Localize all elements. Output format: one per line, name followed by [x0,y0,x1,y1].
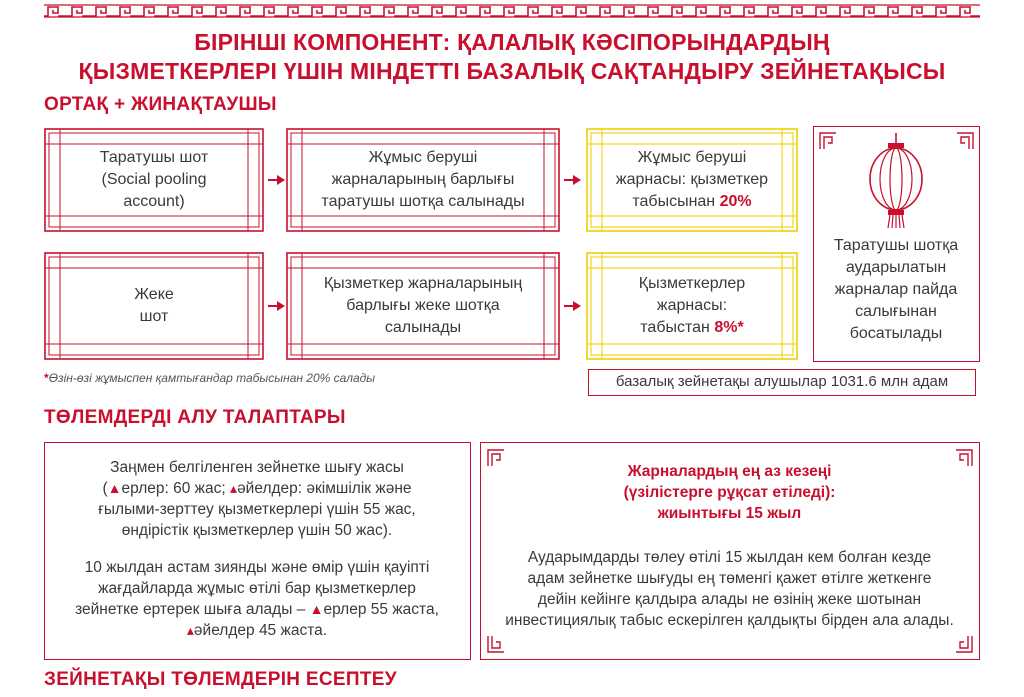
box-line: Қызметкер жарналарының [323,275,523,292]
box-line: барлығы жеке шотқа [346,297,500,314]
requirements-line: жағдайларда жұмыс өтілі бар қызметкерлер [98,580,416,597]
frame-border [44,128,264,232]
min-period-heading: жиынтығы 15 жыл [657,505,802,522]
frame-border [286,128,560,232]
arrow-right-icon [564,301,581,311]
arrow-right-icon [268,301,285,311]
box-line: Таратушы шот [99,149,209,166]
requirements-line: өндірістік қызметкерлер үшін 50 жас). [121,522,393,539]
panel-line: салығынан [855,303,937,320]
corner-ornament-icon [956,449,973,466]
title-line-2: ҚЫЗМЕТКЕРЛЕРІ ҮШІН МІНДЕТТІ БАЗАЛЫҚ САҚТ… [78,58,946,84]
minimum-period-panel: Жарналардың ең аз кезеңі (үзілістерге рұ… [480,442,980,660]
corner-ornament-icon [487,449,504,466]
box-line: Жұмыс беруші [637,149,747,166]
women-age-text: әйелдер: әкімшілік және [237,480,412,497]
women-early-text: әйелдер 45 жаста. [193,622,328,639]
requirements-line: ▴әйелдер 45 жаста. [45,620,469,641]
man-icon: ▲ [107,480,122,496]
woman-icon: ▴ [186,622,194,638]
section-heading-pooling: ОРТАҚ + ЖИНАҚТАУШЫ [44,94,277,115]
requirements-line: (▲ерлер: 60 жас; ▴әйелдер: әкімшілік жән… [45,478,469,499]
employee-rate-value: 8%* [714,319,744,336]
employer-contributions-box: Жұмыс беруші жарналарының барлығы тарату… [286,128,560,232]
frame-border [286,252,560,360]
corner-ornament-icon [487,636,504,653]
frame-border [586,128,798,232]
min-period-line: инвестициялық табыс ескерілген қалдықты … [505,612,954,629]
min-period-line: адам зейнетке шығуды ең төменгі қажет өт… [527,570,932,587]
personal-account-box: Жеке шот [44,252,264,360]
requirements-line: ғылыми-зерттеу қызметкерлері үшін 55 жас… [98,501,416,518]
requirements-line: 10 жылдан астам зиянды және өмір үшін қа… [84,559,430,576]
tax-exemption-panel: Таратушы шотқа аударылатын жарналар пайд… [813,126,980,362]
paren: ( [102,480,108,497]
corner-ornament-icon [956,636,973,653]
frame-border [586,252,798,360]
men-early-text: ерлер 55 жаста, [323,601,439,618]
requirements-line: зейнетке ертерек шыға алады – ▲ерлер 55 … [45,599,469,620]
lantern-icon [869,133,923,229]
retirement-age-panel: Заңмен белгіленген зейнетке шығу жасы (▲… [44,442,471,660]
employer-rate-box: Жұмыс беруші жарнасы: қызметкер табысына… [586,128,798,232]
min-period-heading: (үзілістерге рұқсат етіледі): [623,484,836,501]
box-line: жарнасы: қызметкер [615,171,769,188]
footnote-text: Өзін-өзі жұмыспен қамтығандар табысынан … [48,371,376,385]
corner-ornament-icon [957,132,974,149]
box-line: Қызметкерлер [638,275,746,292]
box-line: жарнасы: [656,297,728,314]
box-line: жарналарының барлығы [331,171,515,188]
fret-border [44,4,980,18]
early-text: зейнетке ертерек шыға алады – [75,601,310,618]
pooling-account-box: Таратушы шот (Social pooling account) [44,128,264,232]
employer-rate-value: 20% [719,193,752,210]
woman-icon: ▴ [230,480,238,496]
box-line: табысынан 20% [616,191,768,213]
panel-line: аударылатын [845,259,947,276]
box-line: (Social pooling [101,171,207,188]
min-period-line: Аударымдарды төлеу өтілі 15 жылдан кем б… [527,549,932,566]
min-period-line: дейін кейінге қалдыра алады не өзінің же… [537,591,922,608]
page-title: БІРІНШІ КОМПОНЕНТ: ҚАЛАЛЫҚ КӘСІПОРЫНДАРД… [40,28,984,86]
frame-border [44,252,264,360]
box-line: шот [139,308,169,325]
box-line: салынады [384,319,462,336]
section-heading-requirements: ТӨЛЕМДЕРДІ АЛУ ТАЛАПТАРЫ [44,407,346,428]
requirements-line: Заңмен белгіленген зейнетке шығу жасы [110,459,404,476]
box-line: таратушы шотқа салынады [321,193,525,210]
min-period-heading: Жарналардың ең аз кезеңі [627,463,832,480]
men-age-text: ерлер: 60 жас; [121,480,231,497]
box-line: Жұмыс беруші [368,149,478,166]
panel-line: босатылады [849,325,943,342]
rate-label: табыстан [640,319,715,336]
employee-contributions-box: Қызметкер жарналарының барлығы жеке шотқ… [286,252,560,360]
rate-label: табысынан [632,193,720,210]
footnote-star: * [44,371,49,385]
box-line: табыстан 8%* [639,317,745,339]
box-line: account) [123,193,185,210]
box-line: Жеке [134,286,174,303]
recipients-badge: базалық зейнетақы алушылар 1031.6 млн ад… [588,369,976,396]
panel-line: жарналар пайда [834,281,958,298]
arrow-right-icon [564,175,581,185]
employee-rate-box: Қызметкерлер жарнасы: табыстан 8%* [586,252,798,360]
footnote: *Өзін-өзі жұмыспен қамтығандар табысынан… [44,371,375,385]
title-line-1: БІРІНШІ КОМПОНЕНТ: ҚАЛАЛЫҚ КӘСІПОРЫНДАРД… [194,29,830,55]
section-heading-calculation: ЗЕЙНЕТАҚЫ ТӨЛЕМДЕРІН ЕСЕПТЕУ [44,669,397,690]
panel-line: Таратушы шотқа [833,237,959,254]
corner-ornament-icon [819,132,836,149]
man-icon: ▲ [309,601,324,617]
arrow-right-icon [268,175,285,185]
